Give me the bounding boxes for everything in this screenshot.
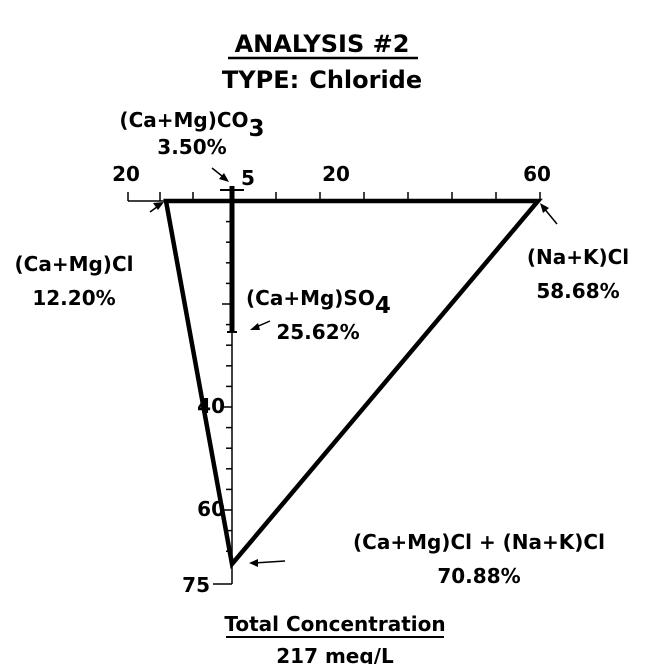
camg-so4-label: (Ca+Mg)SO4 [246,286,391,319]
type-label: TYPE: [222,66,299,94]
top-tick-label-20-right: 20 [322,162,350,186]
top-tick-label-5: 5 [241,166,255,190]
diagram-type: TYPE: Chloride [222,66,422,94]
top-tick-label-60: 60 [523,162,551,186]
total-concentration-label: Total Concentration [224,612,445,636]
top-scale: 20 5 20 60 [112,162,551,202]
top-tick-label-20-left: 20 [112,162,140,186]
total-concentration-value: 217 meq/L [276,644,394,664]
so4-arrowhead [250,323,260,330]
vertical-tick-label-75: 75 [182,573,210,597]
nak-cl-percent: 58.68% [536,279,619,303]
camg-cl-arrowhead [153,202,164,210]
chloride-triangle [163,198,543,570]
camg-cl-label: (Ca+Mg)Cl [15,252,134,276]
camg-so4-subscript: 4 [375,293,391,319]
total-cl-label: (Ca+Mg)Cl + (Na+K)Cl [353,530,605,554]
camg-so4-percent: 25.62% [276,320,359,344]
co3-arrowhead [219,173,229,182]
annotation-arrows [149,167,558,567]
camg-co3-percent: 3.50% [157,135,226,159]
nak-cl-arrowhead [540,203,549,213]
total-cl-arrowhead [249,559,258,567]
total-cl-percent: 70.88% [437,564,520,588]
nak-cl-label: (Na+K)Cl [527,245,629,269]
camg-co3-subscript: 3 [249,116,265,142]
diagram-title: ANALYSIS #2 [235,30,410,58]
vertical-scale: 40 60 75 [182,189,244,597]
camg-co3-label: (Ca+Mg)CO3 [119,108,264,142]
camg-so4-name: (Ca+Mg)SO [246,286,375,310]
total-cl-arrow [253,560,286,564]
camg-cl-percent: 12.20% [32,286,115,310]
type-value: Chloride [309,66,422,94]
camg-co3-name: (Ca+Mg)CO [119,108,248,132]
